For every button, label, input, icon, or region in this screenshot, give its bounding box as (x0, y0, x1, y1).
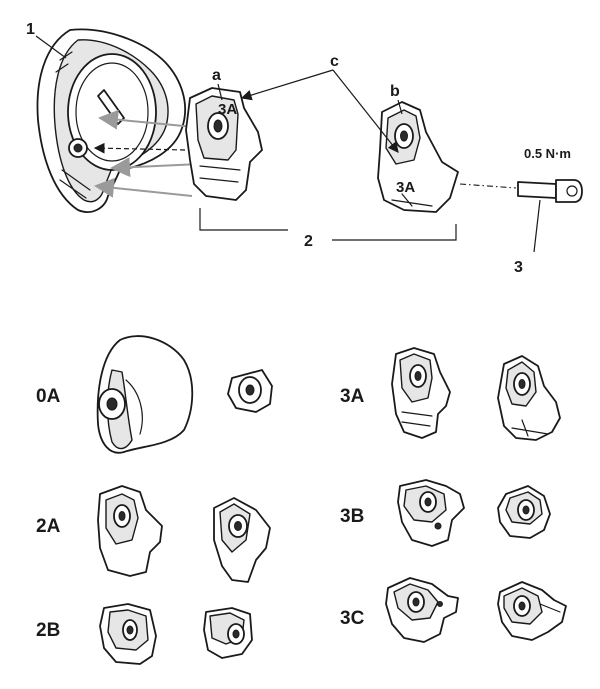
stamp-label-b: 3A (396, 179, 415, 196)
variant-3B-shim (397, 479, 465, 547)
torque-spec: 0.5 N·m (524, 146, 571, 161)
variant-label-2A: 2A (36, 516, 61, 537)
variant-2A-plate (213, 497, 271, 583)
callout-1: 1 (26, 21, 35, 38)
variant-3C-plate (497, 581, 567, 641)
stamp-label-a: 3A (218, 101, 237, 118)
variant-label-3A: 3A (340, 386, 365, 407)
variant-3A-shim (391, 347, 451, 439)
base-plate-part (36, 28, 186, 213)
variant-3A-plate (497, 355, 561, 441)
variant-3C-shim (385, 577, 459, 643)
variant-3B-plate (497, 485, 551, 539)
callout-a: a (212, 67, 221, 84)
callout-c: c (330, 53, 339, 70)
variant-0A-base (96, 335, 194, 454)
callout-b: b (390, 83, 400, 100)
variant-0A-washer (227, 369, 273, 413)
variant-2B-plate (203, 607, 253, 659)
variant-2B-shim (99, 603, 157, 665)
callout-2: 2 (304, 233, 313, 250)
variant-2A-shim (97, 485, 163, 577)
variant-label-0A: 0A (36, 386, 61, 407)
callout-3: 3 (514, 259, 523, 276)
assembly-guide-arrows (93, 109, 206, 198)
variant-label-3B: 3B (340, 506, 364, 527)
cleat-shim-a: 3A (185, 87, 263, 201)
mounting-bolt (517, 179, 583, 203)
variant-label-2B: 2B (36, 620, 60, 641)
cleat-shim-b: 3A (377, 101, 459, 213)
variant-label-3C: 3C (340, 608, 365, 629)
callout-leaders (35, 35, 541, 253)
axis-line (459, 183, 517, 189)
